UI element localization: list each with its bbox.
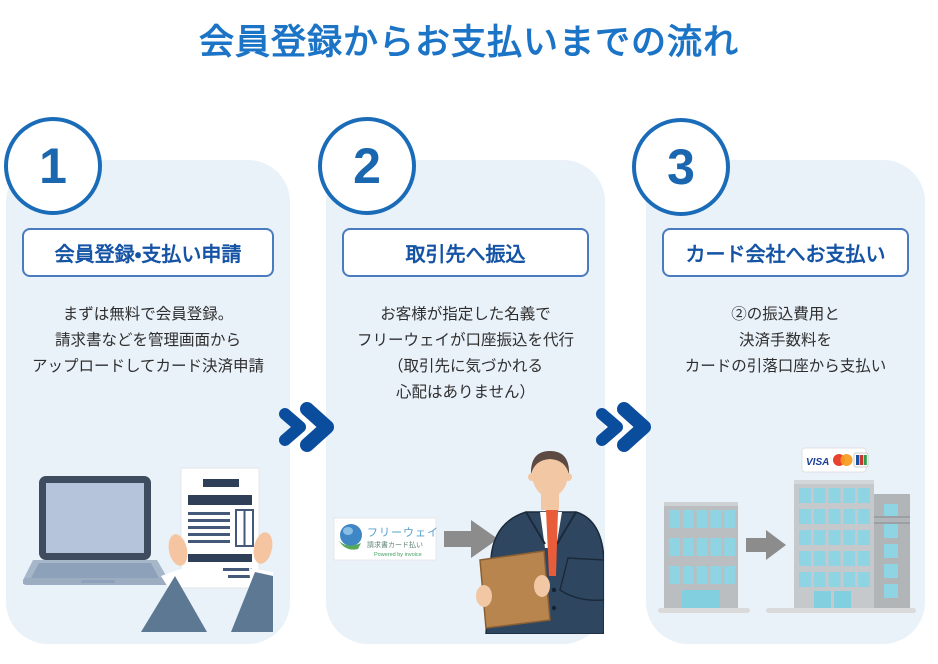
freeway-transfer-illustration: フリーウェイ 請求書カード払い Powered by invoice [333, 451, 604, 634]
card-brands-sign: VISA [801, 447, 868, 473]
hair [530, 451, 569, 475]
gray-arrow-icon [443, 520, 498, 558]
globe-icon [339, 524, 362, 546]
step-2-number-badge: 2 [318, 117, 416, 215]
tie-icon [545, 510, 558, 576]
mastercard-logo [832, 454, 852, 466]
laptop-icon [23, 476, 171, 585]
step-1-number-badge: 1 [4, 117, 102, 215]
invoice-document-icon [180, 467, 260, 589]
step-1-title-box: 会員登録・支払い申請 [22, 228, 274, 277]
company-building-icon [663, 502, 738, 608]
step-2-title: 取引先へ振込 [405, 244, 526, 266]
step-2-number: 2 [353, 138, 381, 194]
step-3-description: ②の振込費用と 決済手数料を カードの引落口座から支払い [684, 306, 887, 375]
head [531, 451, 568, 497]
step-3-card: カード会社へお支払い ②の振込費用と 決済手数料を カードの引落口座から支払い [646, 160, 925, 644]
annex-building-icon [873, 494, 910, 608]
visa-logo: VISA [806, 457, 829, 468]
freeway-logo: フリーウェイ 請求書カード払い Powered by invoice [333, 517, 439, 561]
freeway-logo-line2: 請求書カード払い [367, 540, 423, 549]
step-1-card: 会員登録・支払い申請 まずは無料で会員登録。 請求書などを管理画面から アップロ… [6, 160, 290, 644]
jcb-logo [853, 452, 868, 468]
step-1-title: 会員登録・支払い申請 [54, 244, 242, 266]
page-title: 会員登録からお支払いまでの流れ [198, 23, 739, 62]
step-2-card: 取引先へ振込 お客様が指定した名義で フリーウェイが口座振込を代行 （取引先に気… [326, 160, 605, 644]
freeway-logo-line1: フリーウェイ [367, 526, 439, 539]
step-3-number: 3 [667, 139, 695, 195]
step-3-title: カード会社へお支払い [685, 244, 886, 266]
card-company-building-icon: VISA [793, 447, 874, 608]
step-1-number: 1 [39, 138, 67, 194]
step-1-description: まずは無料で会員登録。 請求書などを管理画面から アップロードしてカード決済申請 [31, 306, 265, 375]
laptop-document-illustration [23, 467, 273, 632]
step-3-title-box: カード会社へお支払い [662, 228, 909, 277]
double-chevron-icon [279, 402, 334, 452]
step-2-description: お客様が指定した名義で フリーウェイが口座振込を代行 （取引先に気づかれる 心配… [356, 306, 574, 401]
freeway-logo-line3: Powered by invoice [374, 552, 422, 558]
buildings-illustration: VISA [657, 447, 916, 613]
gray-arrow-icon [745, 530, 786, 560]
step-2-title-box: 取引先へ振込 [342, 228, 589, 277]
leaf-icon [338, 541, 361, 550]
step-3-number-badge: 3 [632, 118, 730, 216]
hands-icon [141, 532, 273, 632]
businessman-illustration [475, 451, 604, 634]
double-chevron-icon [596, 402, 651, 452]
